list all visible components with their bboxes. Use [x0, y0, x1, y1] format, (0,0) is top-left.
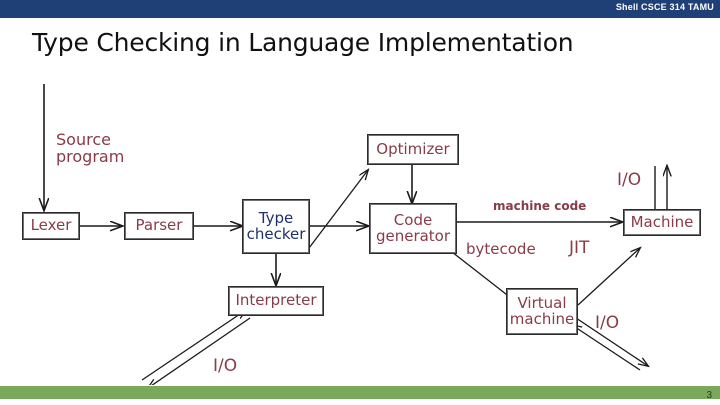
node-interpreter[interactable]: Interpreter [228, 286, 324, 316]
node-parser[interactable]: Parser [124, 212, 194, 240]
node-type-checker-label: Type checker [243, 200, 309, 253]
label-io-virtual-machine: I/O [595, 313, 620, 333]
node-optimizer[interactable]: Optimizer [367, 134, 459, 165]
node-interpreter-label: Interpreter [229, 287, 323, 315]
label-jit: JIT [569, 238, 590, 258]
node-lexer-label: Lexer [23, 213, 79, 239]
node-virtual-machine-label: Virtual machine [507, 289, 577, 334]
pipeline-diagram: Lexer Parser Type checker Code generator… [0, 70, 720, 385]
footer-bar [0, 386, 720, 399]
node-optimizer-label: Optimizer [368, 135, 458, 164]
node-parser-label: Parser [125, 213, 193, 239]
label-io-interpreter: I/O [213, 356, 238, 376]
label-source-program: Source program [56, 130, 125, 166]
page-number: 3 [706, 390, 712, 401]
node-machine[interactable]: Machine [623, 209, 701, 236]
course-label: Shell CSCE 314 TAMU [615, 2, 714, 12]
node-type-checker[interactable]: Type checker [242, 199, 310, 254]
node-machine-label: Machine [624, 210, 700, 235]
node-lexer[interactable]: Lexer [22, 212, 80, 240]
page-title: Type Checking in Language Implementation [32, 28, 574, 57]
label-bytecode: bytecode [466, 240, 536, 258]
header-bar [0, 0, 720, 18]
node-code-generator-label: Code generator [370, 204, 456, 253]
diagram-arrows [0, 84, 720, 385]
label-machine-code: machine code [493, 199, 587, 213]
node-code-generator[interactable]: Code generator [369, 203, 457, 254]
label-io-machine: I/O [617, 170, 642, 190]
node-virtual-machine[interactable]: Virtual machine [506, 288, 578, 335]
